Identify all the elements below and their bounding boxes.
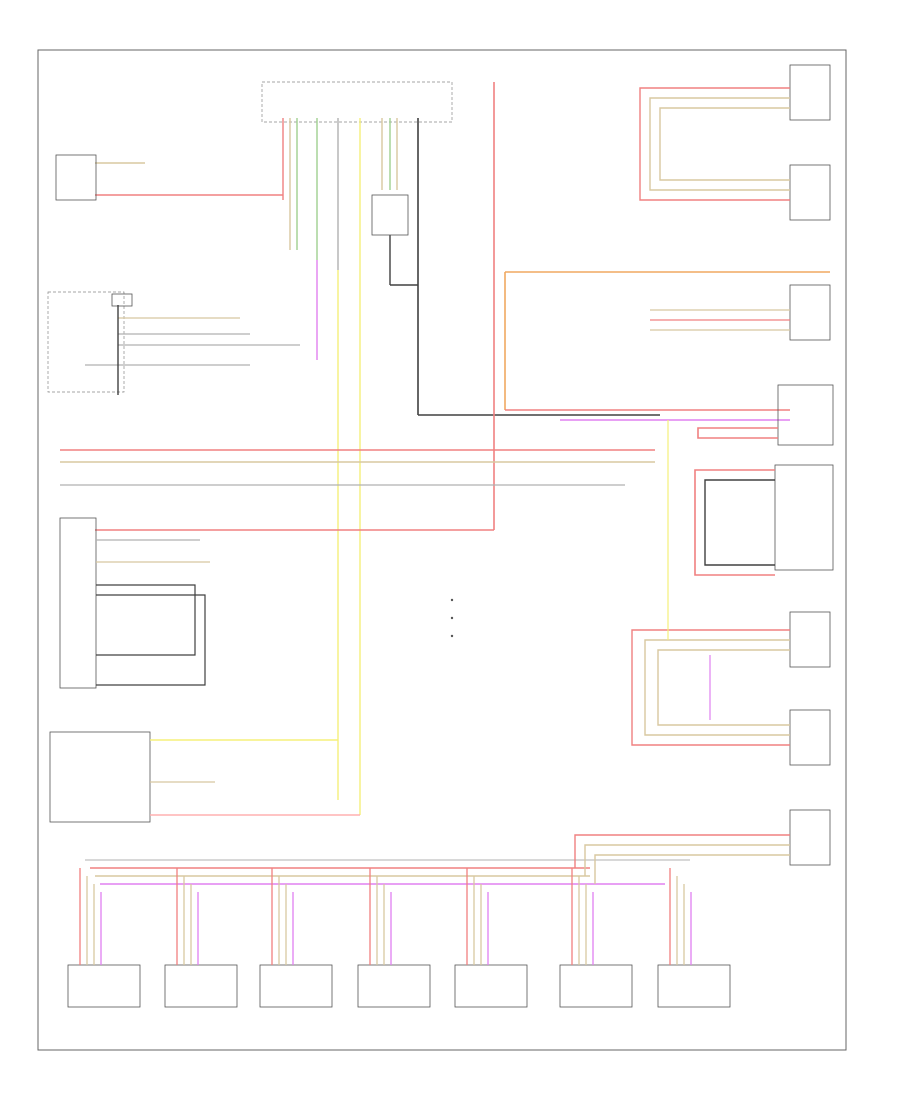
sensor-box-c1 xyxy=(67,964,141,1008)
right-component-r8 xyxy=(789,809,831,866)
legend-bullet xyxy=(450,598,454,602)
left-component-l1 xyxy=(55,154,97,201)
left-component-group xyxy=(47,154,655,823)
top-connector-bus xyxy=(261,81,660,815)
right-component-r1 xyxy=(789,64,831,121)
wire-riser xyxy=(584,844,790,876)
sensor-box-c7 xyxy=(657,964,731,1008)
wire-bundle xyxy=(631,629,790,746)
small-relay-box xyxy=(371,194,409,236)
wire-loop xyxy=(96,594,206,686)
right-component-r5 xyxy=(774,464,834,571)
top-connector-outline xyxy=(261,81,453,123)
wire-bundle xyxy=(659,107,790,181)
diagram-frame xyxy=(37,49,847,1051)
wire-bundle xyxy=(644,639,790,736)
right-component-r4 xyxy=(777,384,834,446)
legend xyxy=(450,598,454,638)
left-component-l3 xyxy=(59,517,97,689)
right-component-r3 xyxy=(789,284,831,341)
bottom-sensor-row xyxy=(67,868,731,1008)
legend-bullet xyxy=(450,616,454,620)
sensor-box-c3 xyxy=(259,964,333,1008)
wire-bundle xyxy=(657,649,790,726)
sensor-box-c5 xyxy=(454,964,528,1008)
wire-loop xyxy=(96,584,196,656)
wire-loop xyxy=(697,427,778,439)
wire-bundle xyxy=(649,97,790,191)
bottom-harness xyxy=(85,834,790,885)
sensor-box-c2 xyxy=(164,964,238,1008)
right-component-group xyxy=(504,64,834,866)
sensor-box-c6 xyxy=(559,964,633,1008)
wire-bundle xyxy=(639,87,790,201)
right-component-r6 xyxy=(789,611,831,668)
right-component-r7 xyxy=(789,709,831,766)
wire-riser xyxy=(574,834,790,868)
left-component-l4 xyxy=(49,731,151,823)
fuse-feed xyxy=(95,82,495,531)
wire-loop xyxy=(704,479,775,566)
wire-loop xyxy=(694,469,775,576)
wire-riser xyxy=(594,854,790,884)
legend-bullet xyxy=(450,634,454,638)
sensor-box-c4 xyxy=(357,964,431,1008)
switch-symbol xyxy=(111,293,133,307)
left-component-l2 xyxy=(47,291,125,393)
right-component-r2 xyxy=(789,164,831,221)
